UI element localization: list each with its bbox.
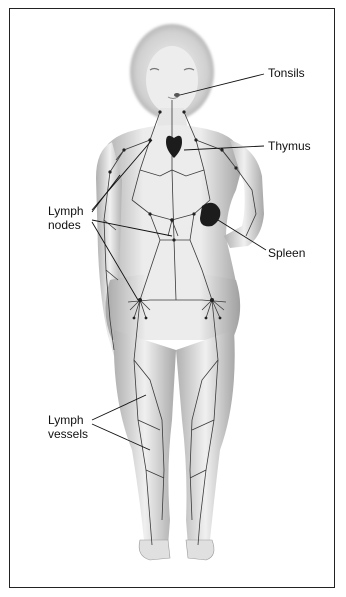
right-leg xyxy=(176,330,235,548)
label-spleen: Spleen xyxy=(268,246,305,260)
label-lymph-vessels-line1: Lymph xyxy=(48,413,84,427)
right-foot xyxy=(186,540,214,560)
left-leg xyxy=(114,330,176,548)
label-lymph-vessels-line2: vessels xyxy=(48,427,88,441)
left-foot xyxy=(139,540,170,560)
tonsils xyxy=(174,93,180,97)
label-tonsils: Tonsils xyxy=(268,66,305,80)
label-lymph-nodes-line1: Lymph xyxy=(48,204,84,218)
label-lymph-nodes-line2: nodes xyxy=(48,218,81,232)
label-thymus: Thymus xyxy=(268,139,311,153)
